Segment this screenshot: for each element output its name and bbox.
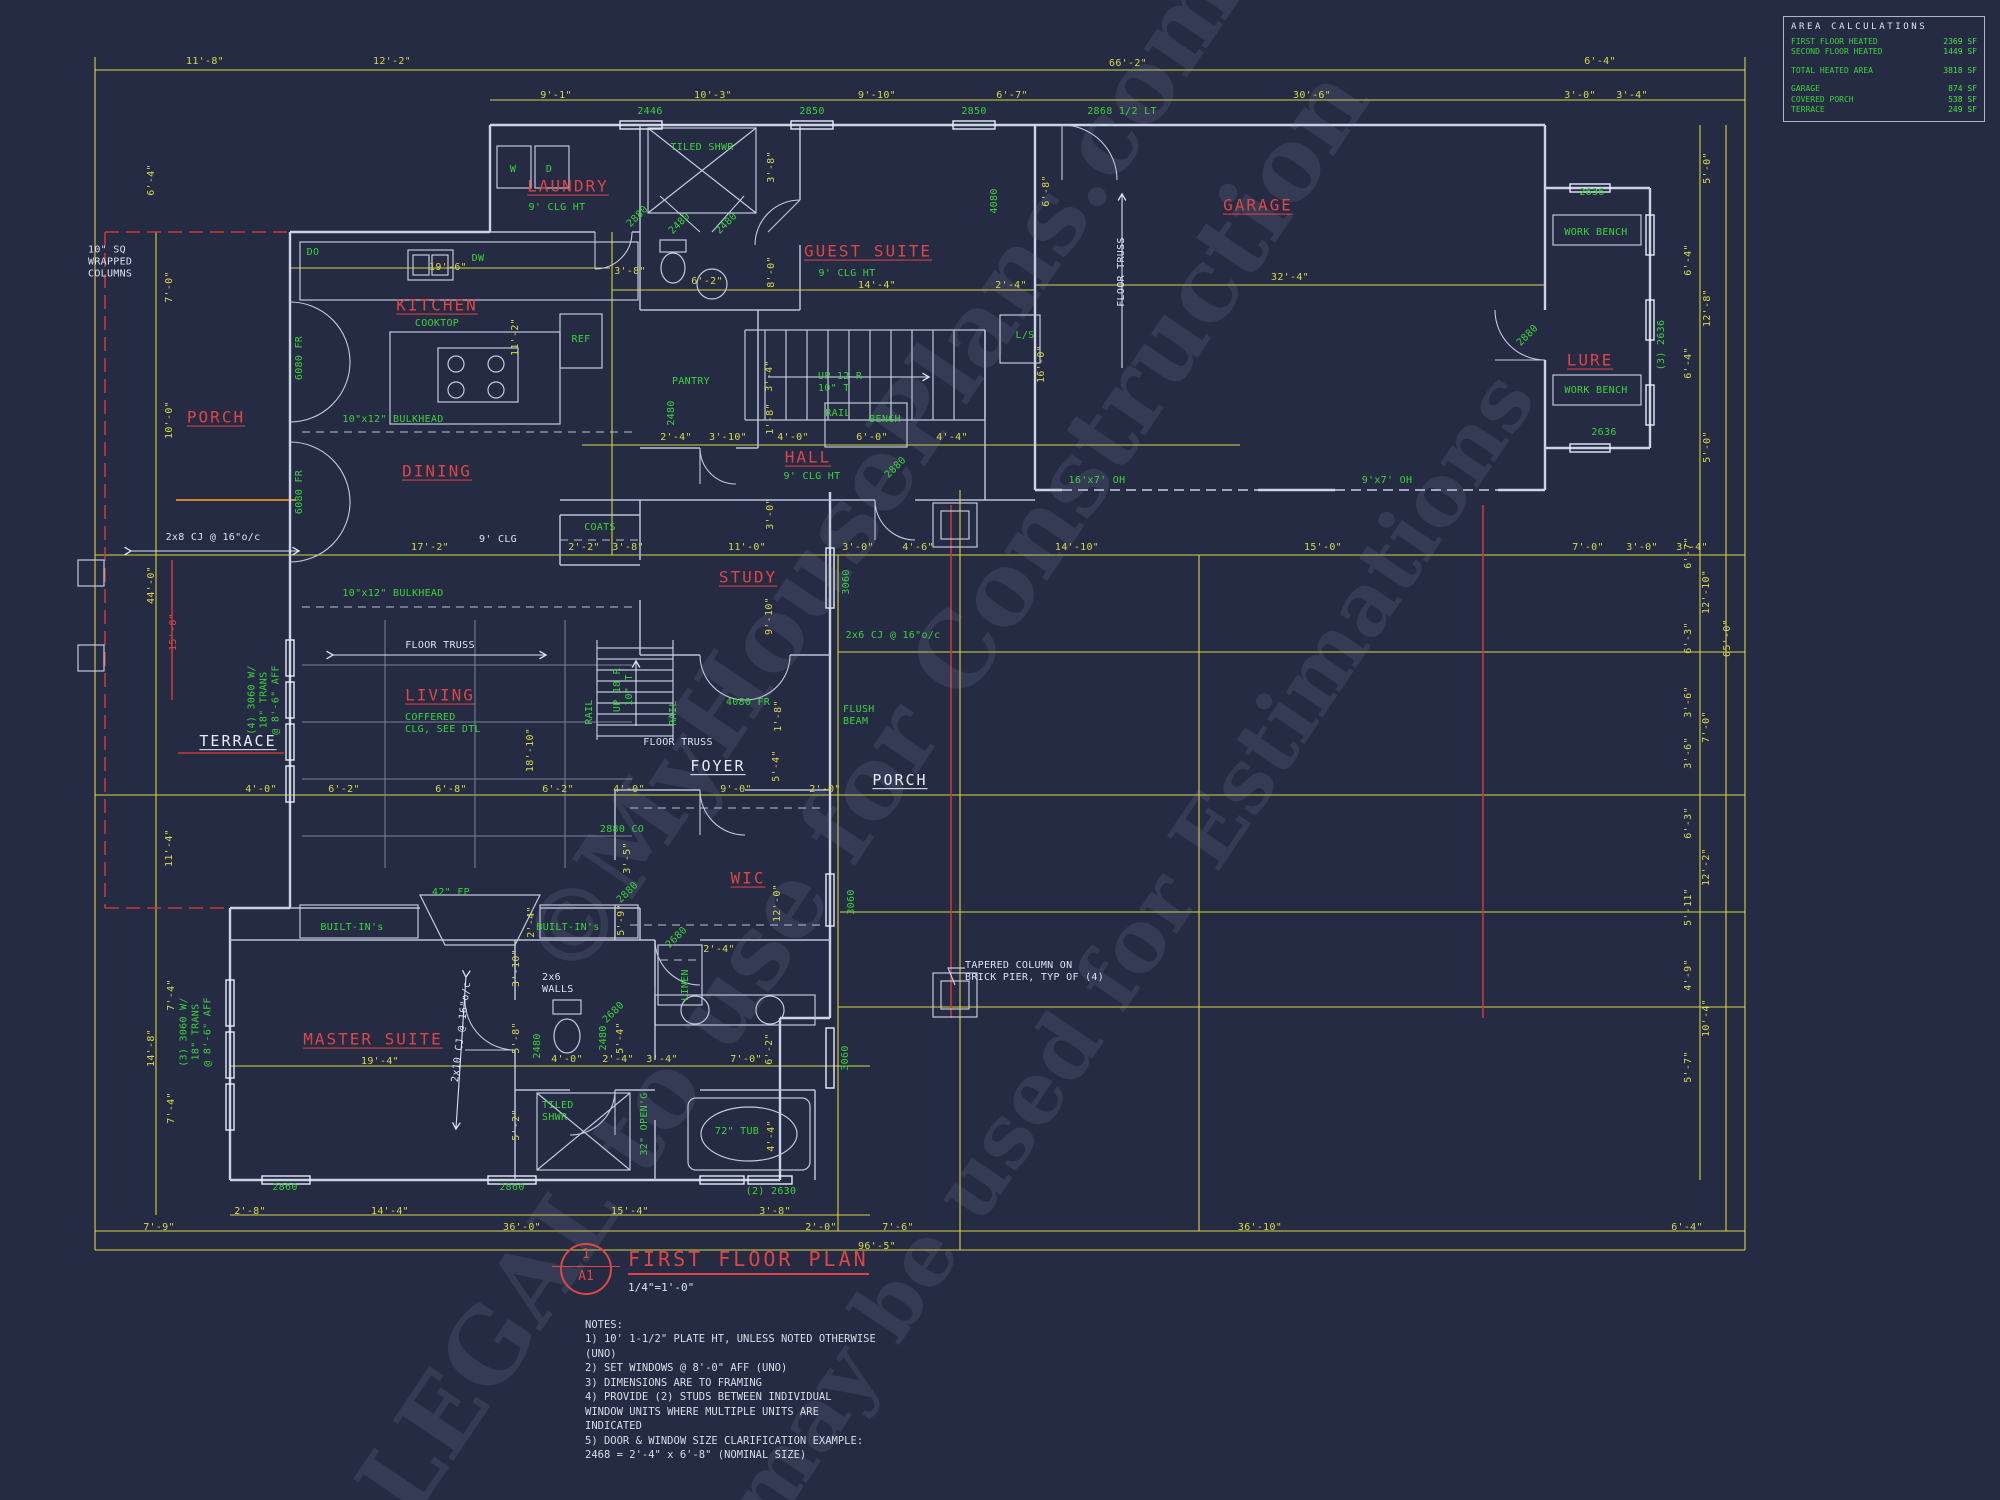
detail-number: 1 (582, 1247, 590, 1262)
area-row-label: TOTAL HEATED AREA (1791, 65, 1873, 75)
area-row-label: TERRACE (1791, 104, 1825, 114)
porch-beam-lines (104, 231, 1484, 1018)
area-row-value: 874 SF (1948, 84, 1977, 94)
area-row-label: SECOND FLOOR HEATED (1791, 47, 1883, 57)
area-row-value: 2369 SF (1943, 37, 1977, 46)
bubble-divider (552, 1265, 620, 1267)
coffered-ceiling-grid (302, 620, 632, 868)
detail-bubble: 1 A1 (552, 1243, 620, 1295)
area-row-value: 1449 SF (1943, 47, 1977, 57)
area-row-value: 249 SF (1948, 104, 1977, 114)
area-calculations-table: AREA CALCULATIONS FIRST FLOOR HEATED 236… (1783, 16, 1985, 123)
area-row-label: COVERED PORCH (1791, 94, 1854, 104)
area-table-row: TERRACE 249 SF (1791, 105, 1977, 115)
door-swings (289, 124, 1546, 1136)
notes-block: NOTES: 1) 10' 1-1/2" PLATE HT, UNLESS NO… (585, 1319, 876, 1462)
plan-scale: 1/4"=1'-0" (628, 1281, 695, 1294)
area-table-row: SECOND FLOOR HEATED 1449 SF (1791, 47, 1977, 57)
fixtures (77, 127, 1642, 1171)
area-table-title: AREA CALCULATIONS (1791, 22, 1928, 32)
area-row-label: FIRST FLOOR HEATED (1791, 37, 1878, 46)
interior-walls (230, 125, 1035, 1180)
area-row-value: 3818 SF (1943, 65, 1977, 75)
exterior-walls (228, 123, 1652, 1182)
area-table-row: COVERED PORCH 538 SF (1791, 95, 1977, 105)
area-table-row: TOTAL HEATED AREA 3818 SF (1791, 66, 1977, 76)
area-row-value: 538 SF (1948, 94, 1977, 104)
plan-title: FIRST FLOOR PLAN (628, 1247, 869, 1275)
area-table-row: GARAGE 874 SF (1791, 84, 1977, 94)
annotation-arrows (124, 192, 1127, 1131)
dimension-lines (94, 57, 1746, 1251)
area-table-row: FIRST FLOOR HEATED 2369 SF (1791, 37, 1977, 47)
windows (225, 120, 1655, 1185)
stairs (596, 329, 986, 740)
area-row-label: GARAGE (1791, 84, 1820, 94)
sheet-number: A1 (578, 1268, 594, 1284)
